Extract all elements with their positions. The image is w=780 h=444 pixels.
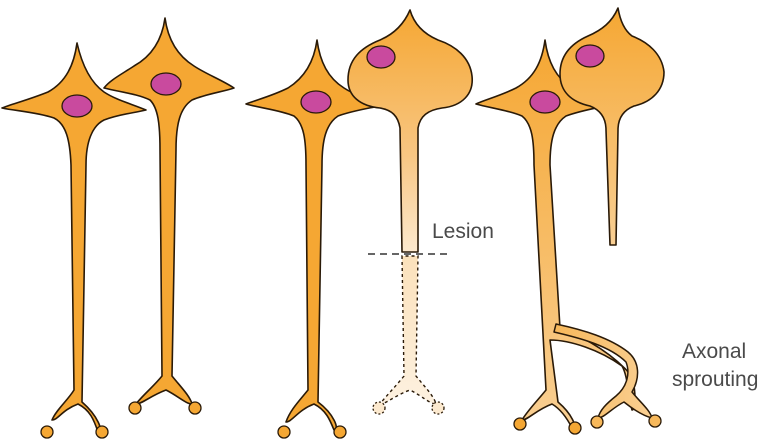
neuron-a-nucleus bbox=[62, 95, 92, 117]
panel-1-intact-neurons bbox=[2, 18, 234, 438]
neuron-b-terminal-left bbox=[129, 402, 141, 414]
panel-2-lesion: Lesion bbox=[246, 10, 494, 438]
sprout-terminal-right bbox=[649, 415, 661, 427]
neuron-c-nucleus bbox=[301, 91, 331, 113]
neuron-d-degenerating-axon bbox=[380, 256, 436, 404]
neuron-b bbox=[104, 18, 234, 414]
sprouting-label-line2: sprouting bbox=[672, 368, 758, 391]
neuron-a-terminal-left bbox=[41, 426, 53, 438]
sprouting-label-line1: Axonal bbox=[682, 340, 746, 363]
neuron-f-nucleus bbox=[576, 45, 604, 67]
sprout-terminal-left bbox=[591, 416, 603, 428]
neuron-d-nucleus bbox=[367, 46, 395, 68]
neuron-e-nucleus bbox=[530, 91, 560, 113]
neuron-d-terminal-right bbox=[432, 402, 444, 414]
lesion-label: Lesion bbox=[432, 220, 494, 243]
neuron-d-lesioned bbox=[348, 10, 472, 414]
neuron-c-terminal-left bbox=[278, 426, 290, 438]
neuron-e-terminal-left bbox=[514, 418, 526, 430]
neuron-b-nucleus bbox=[151, 73, 181, 95]
neuron-a bbox=[2, 43, 146, 438]
neuron-c-terminal-right bbox=[334, 426, 346, 438]
neuron-f-body bbox=[560, 8, 664, 245]
neuron-d-terminal-left bbox=[373, 402, 385, 414]
neuron-e-terminal-right bbox=[569, 422, 581, 434]
neuron-b-terminal-right bbox=[189, 402, 201, 414]
neuron-f-retracted bbox=[560, 8, 664, 245]
neuron-d-soma bbox=[348, 10, 472, 252]
neuron-a-terminal-right bbox=[96, 426, 108, 438]
panel-3-axonal-sprouting: Axonal sprouting bbox=[476, 8, 758, 434]
